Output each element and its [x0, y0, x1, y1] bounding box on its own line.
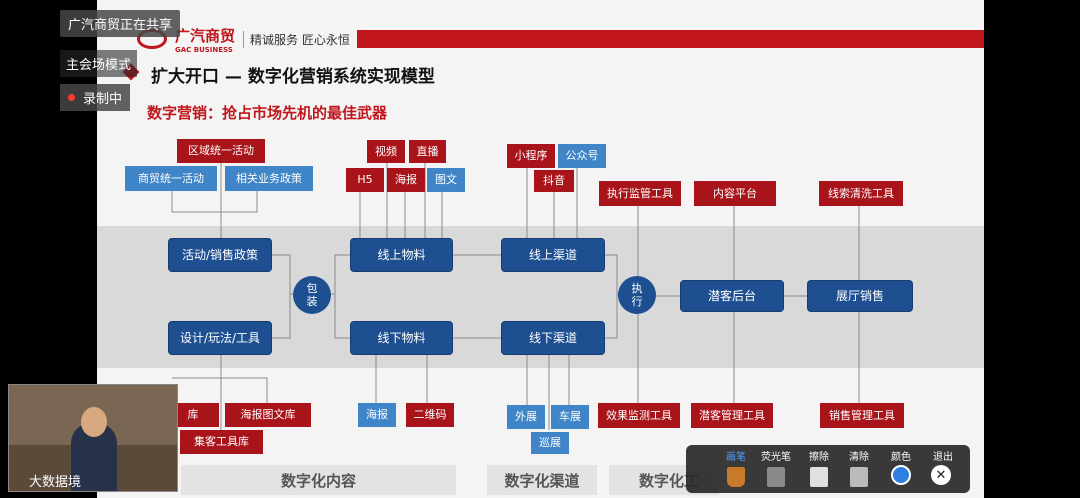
- tool-pen-label: 画笔: [726, 452, 746, 463]
- box-customer-tool-library: 集客工具库: [180, 430, 263, 454]
- box-video: 视频: [367, 140, 405, 163]
- box-sales-mgmt-tool: 销售管理工具: [820, 403, 904, 428]
- box-h5: H5: [346, 168, 384, 192]
- color-picker-button[interactable]: [891, 465, 911, 485]
- box-poster-top: 海报: [387, 168, 425, 192]
- box-mini-program: 小程序: [507, 144, 555, 168]
- node-design-tools: 设计/玩法/工具: [168, 321, 272, 355]
- tool-exit-label: 退出: [933, 452, 953, 463]
- box-touring: 巡展: [531, 432, 569, 454]
- box-poster-library: 海报图文库: [225, 403, 311, 427]
- node-online-material: 线上物料: [350, 238, 453, 272]
- box-content-platform: 内容平台: [694, 181, 776, 206]
- speaker-video-thumbnail[interactable]: 大数据境: [8, 384, 178, 492]
- speaker-head: [81, 407, 107, 437]
- node-showroom-sales: 展厅销售: [807, 280, 913, 312]
- presentation-slide: 广汽商贸 GAC BUSINESS 精诚服务 匠心永恒 扩大开口 — 数字化营销…: [97, 0, 984, 498]
- slide-subtitle: 数字营销：抢占市场先机的最佳武器: [147, 104, 388, 122]
- video-watermark: 大数据境: [29, 475, 82, 490]
- tool-color-label: 颜色: [891, 452, 911, 463]
- gac-logo: 广汽商贸 GAC BUSINESS 精诚服务 匠心永恒: [137, 26, 350, 54]
- node-online-channel: 线上渠道: [501, 238, 605, 272]
- box-effect-monitor-tool: 效果监测工具: [598, 403, 680, 428]
- logo-en: GAC BUSINESS: [175, 45, 233, 54]
- box-prospect-mgmt-tool: 潜客管理工具: [691, 403, 773, 428]
- recording-indicator[interactable]: 录制中: [60, 84, 131, 111]
- share-status-banner: 广汽商贸正在共享: [60, 10, 181, 37]
- recording-dot-icon: [68, 94, 75, 101]
- node-execute: 执行: [618, 276, 656, 314]
- box-outreach: 外展: [507, 405, 545, 429]
- box-douyin: 抖音: [534, 170, 574, 192]
- node-offline-channel: 线下渠道: [501, 321, 605, 355]
- eraser-tool-icon[interactable]: [810, 467, 828, 487]
- tool-highlighter-label: 荧光笔: [761, 452, 791, 463]
- highlighter-tool-icon[interactable]: [767, 467, 785, 487]
- box-region-activity: 区域统一活动: [177, 139, 265, 163]
- footer-digital-content: 数字化内容: [181, 465, 456, 495]
- clear-tool-icon[interactable]: [850, 467, 868, 487]
- box-official-account: 公众号: [558, 144, 606, 168]
- box-image-text: 图文: [427, 168, 465, 192]
- node-prospect-backend: 潜客后台: [680, 280, 784, 312]
- box-auto-show: 车展: [551, 405, 589, 429]
- box-related-policy: 相关业务政策: [225, 166, 313, 191]
- annotation-toolbar: 画笔 荧光笔 擦除 清除 颜色 退出: [686, 445, 970, 493]
- node-activity-sales-policy: 活动/销售政策: [168, 238, 272, 272]
- header-red-bar: [357, 30, 984, 48]
- footer-digital-channel: 数字化渠道: [487, 465, 597, 495]
- pen-tool-icon[interactable]: [727, 467, 745, 487]
- exit-annotation-button[interactable]: ✕: [931, 465, 951, 485]
- recording-label: 录制中: [83, 92, 123, 107]
- tool-clear-label: 清除: [849, 452, 869, 463]
- meeting-mode-button[interactable]: 主会场模式: [60, 50, 138, 77]
- box-poster-bottom: 海报: [358, 403, 396, 427]
- box-lead-clean-tool: 线索清洗工具: [819, 181, 903, 206]
- tool-eraser-label: 擦除: [809, 452, 829, 463]
- box-qr-code: 二维码: [406, 403, 454, 427]
- node-offline-material: 线下物料: [350, 321, 453, 355]
- logo-slogan: 精诚服务 匠心永恒: [243, 30, 350, 48]
- slide-title: 扩大开口 — 数字化营销系统实现模型: [151, 67, 435, 87]
- node-package: 包装: [293, 276, 331, 314]
- box-trade-activity: 商贸统一活动: [125, 166, 217, 191]
- box-exec-supervise-tool: 执行监管工具: [599, 181, 681, 206]
- logo-name: 广汽商贸: [175, 26, 236, 45]
- box-live: 直播: [409, 140, 446, 163]
